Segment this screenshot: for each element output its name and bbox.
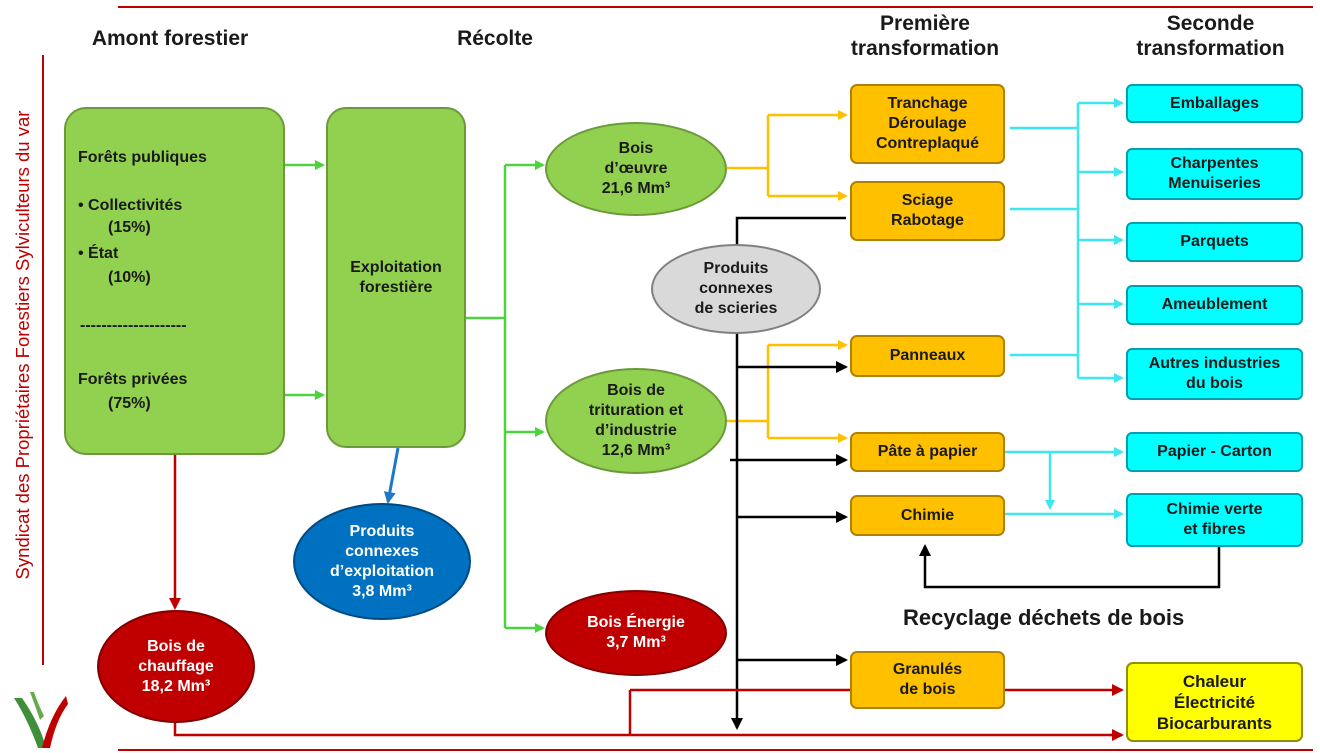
- parquets-box: Parquets: [1126, 222, 1303, 262]
- forests-separator: --------------------: [80, 317, 187, 334]
- pate-papier-box: Pâte à papier: [850, 432, 1005, 472]
- panneaux-box: Panneaux: [850, 335, 1005, 377]
- bois-energie-node: Bois Énergie 3,7 Mm³: [545, 590, 727, 676]
- ameublement-box: Ameublement: [1126, 285, 1303, 325]
- forets-publiques-label: Forêts publiques: [78, 149, 207, 166]
- chimie-box: Chimie: [850, 495, 1005, 536]
- papier-carton-box: Papier - Carton: [1126, 432, 1303, 472]
- exploitation-forestiere-box: Exploitation forestière: [326, 107, 466, 448]
- etat-pct: (10%): [108, 269, 151, 286]
- bois-chauffage-node: Bois de chauffage 18,2 Mm³: [97, 610, 255, 723]
- bois-trituration-node: Bois de trituration et d’industrie 12,6 …: [545, 368, 727, 474]
- emballages-box: Emballages: [1126, 84, 1303, 123]
- chaleur-box: Chaleur Électricité Biocarburants: [1126, 662, 1303, 742]
- produits-connexes-scieries-node: Produits connexes de scieries: [651, 244, 821, 334]
- chimie-verte-box: Chimie verte et fibres: [1126, 493, 1303, 547]
- collectivites-pct: (15%): [108, 219, 151, 236]
- tranchage-box: Tranchage Déroulage Contreplaqué: [850, 84, 1005, 164]
- autres-industries-box: Autres industries du bois: [1126, 348, 1303, 400]
- side-rule: [42, 55, 44, 665]
- etat-label: • État: [78, 245, 119, 262]
- logo-icon: [10, 690, 70, 750]
- charpentes-box: Charpentes Menuiseries: [1126, 148, 1303, 200]
- forests-box: Forêts publiques • Collectivités (15%) •…: [64, 107, 285, 455]
- top-rule: [118, 6, 1313, 8]
- bois-oeuvre-node: Bois d’œuvre 21,6 Mm³: [545, 122, 727, 216]
- recyclage-label: Recyclage déchets de bois: [903, 605, 1185, 630]
- forets-privees-label: Forêts privées: [78, 371, 188, 388]
- header-recolte: Récolte: [457, 27, 533, 50]
- granules-box: Granulés de bois: [850, 651, 1005, 709]
- header-premiere-transformation: Première transformation: [850, 12, 1000, 60]
- sciage-box: Sciage Rabotage: [850, 181, 1005, 241]
- header-seconde-transformation: Seconde transformation: [1136, 12, 1285, 60]
- collectivites-label: • Collectivités: [78, 197, 183, 214]
- produits-connexes-exploitation-node: Produits connexes d’exploitation 3,8 Mm³: [293, 503, 471, 620]
- privees-pct: (75%): [108, 395, 151, 412]
- header-amont-forestier: Amont forestier: [91, 27, 249, 50]
- bottom-rule: [118, 749, 1313, 751]
